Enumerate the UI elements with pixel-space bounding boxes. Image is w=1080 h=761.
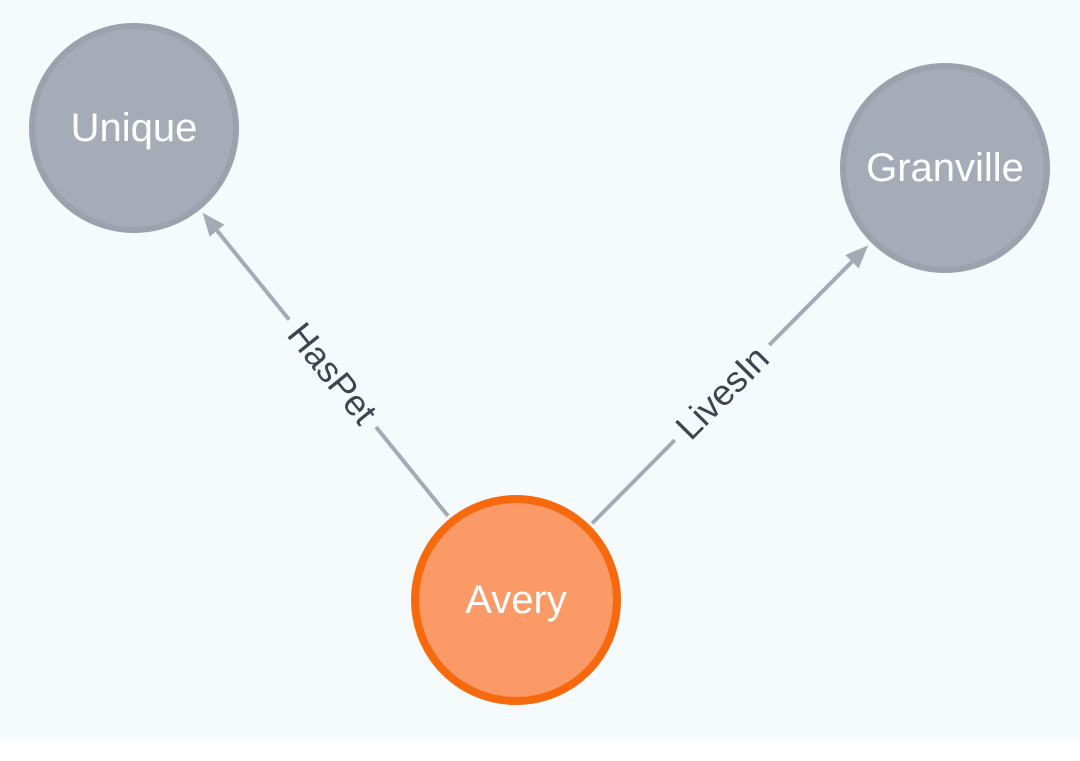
node-circle[interactable] [411, 495, 621, 705]
arrowhead-icon [845, 245, 869, 269]
edge-label-backdrop [657, 327, 787, 458]
arrowhead-icon [202, 212, 225, 237]
node-circle[interactable] [29, 23, 239, 233]
node-avery[interactable]: Avery [411, 495, 621, 705]
node-unique[interactable]: Unique [29, 23, 239, 233]
edge-label-backdrop [270, 304, 396, 443]
node-circle[interactable] [840, 63, 1050, 273]
node-granville[interactable]: Granville [840, 63, 1050, 273]
bottom-strip [0, 739, 1080, 761]
